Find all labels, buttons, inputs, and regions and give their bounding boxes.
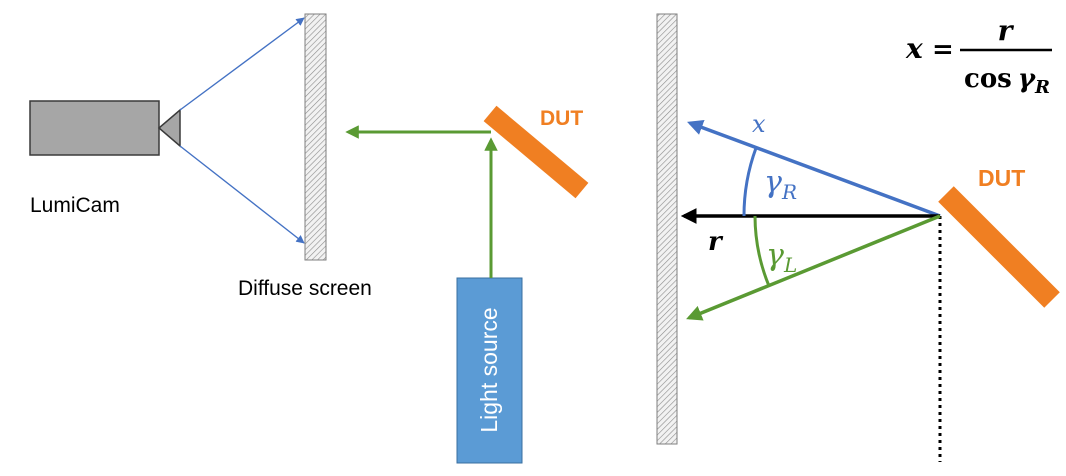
ray-x-label: x — [752, 110, 766, 138]
angle-left-label: γL — [766, 238, 797, 277]
ray-r-label: r — [708, 227, 724, 257]
light-source-label: Light source — [476, 307, 502, 432]
camera-body — [29, 100, 160, 156]
formula-numerator: r — [998, 14, 1015, 47]
camera-ray-bottom — [179, 145, 305, 244]
screen-right — [656, 13, 678, 445]
camera-label: LumiCam — [30, 194, 120, 217]
dut-label-left: DUT — [540, 107, 583, 130]
dut-left — [483, 105, 589, 199]
ray-x — [687, 120, 941, 218]
camera-ray-top — [179, 17, 305, 111]
left-setup: LumiCam Diffuse screen DUT Light source — [29, 13, 589, 464]
lumicam-camera — [29, 100, 181, 156]
dut-label-right: DUT — [978, 165, 1025, 191]
light-source — [456, 277, 523, 464]
screen-label: Diffuse screen — [238, 277, 372, 300]
angle-arc-right — [742, 147, 758, 217]
diffuse-screen — [304, 13, 327, 261]
angle-arc-left — [753, 215, 771, 287]
ray-reflected — [686, 214, 941, 321]
formula-equals: = — [932, 35, 954, 65]
dut-right — [938, 186, 1060, 308]
angle-right-label: γR — [764, 165, 797, 204]
camera-lens — [157, 108, 181, 148]
formula-lhs: x — [905, 32, 923, 65]
